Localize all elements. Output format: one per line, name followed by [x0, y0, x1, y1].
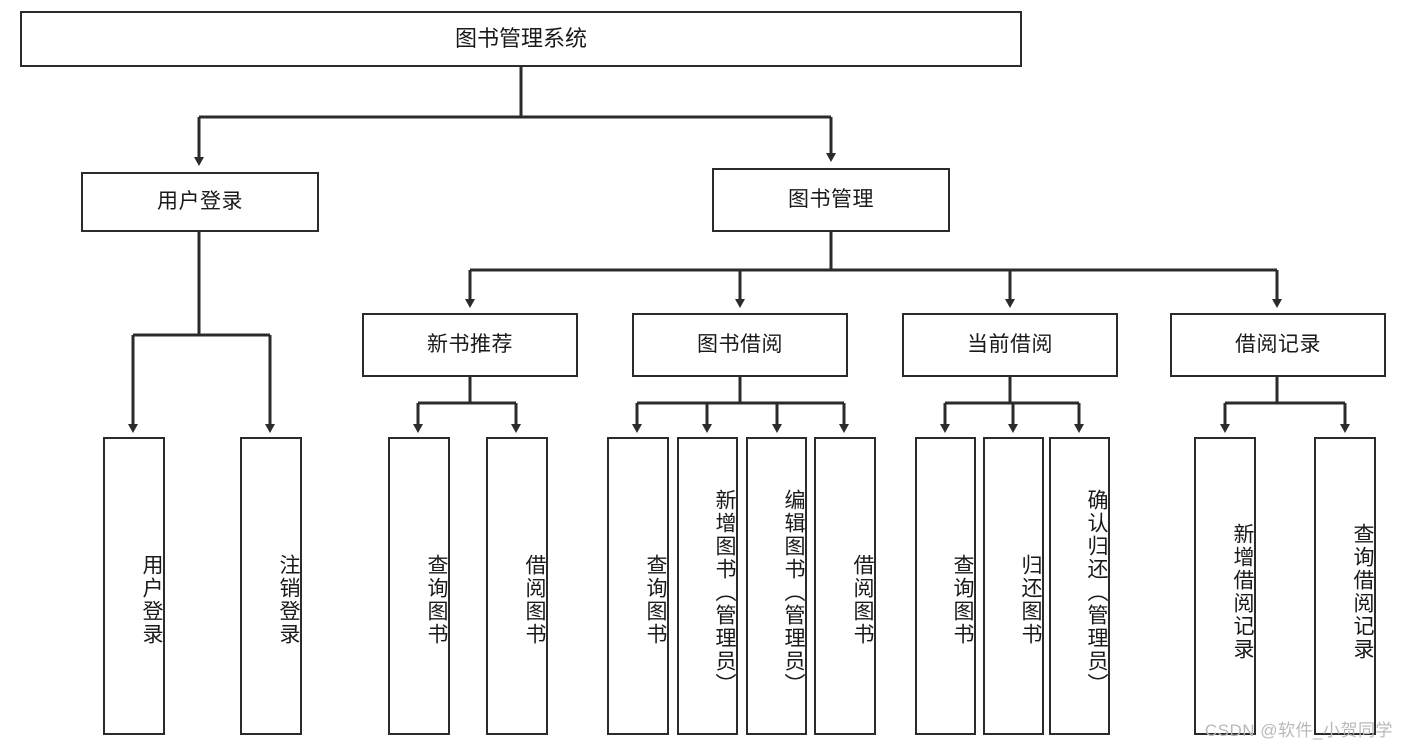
- leaf-query-book-recommend[interactable]: 查询图书: [388, 437, 450, 735]
- leaf-query-book-current[interactable]: 查询图书: [915, 437, 976, 735]
- node-new-book-recommend[interactable]: 新书推荐: [362, 313, 578, 377]
- node-label: 图书借阅: [697, 332, 783, 356]
- watermark-text: CSDN @软件_小贺同学: [1204, 721, 1393, 740]
- leaf-borrow-book-recommend[interactable]: 借阅图书: [486, 437, 548, 735]
- node-label: 新增图书（管理员）: [713, 488, 736, 696]
- node-label: 确认归还（管理员）: [1085, 488, 1108, 696]
- leaf-borrow-book[interactable]: 借阅图书: [814, 437, 876, 735]
- node-borrow-record[interactable]: 借阅记录: [1170, 313, 1386, 377]
- node-user-login[interactable]: 用户登录: [81, 172, 319, 232]
- node-label: 新增借阅记录: [1231, 523, 1254, 661]
- node-current-borrow[interactable]: 当前借阅: [902, 313, 1118, 377]
- node-label: 用户登录: [140, 554, 163, 646]
- node-book-borrow[interactable]: 图书借阅: [632, 313, 848, 377]
- node-label: 新书推荐: [427, 332, 513, 356]
- leaf-user-login[interactable]: 用户登录: [103, 437, 165, 735]
- node-label: 查询借阅记录: [1351, 523, 1374, 661]
- leaf-query-borrow-record[interactable]: 查询借阅记录: [1314, 437, 1376, 735]
- leaf-add-borrow-record[interactable]: 新增借阅记录: [1194, 437, 1256, 735]
- node-label: 归还图书: [1019, 554, 1042, 646]
- leaf-confirm-return-admin[interactable]: 确认归还（管理员）: [1049, 437, 1110, 735]
- node-label: 图书管理系统: [454, 26, 587, 52]
- node-label: 查询图书: [644, 554, 667, 646]
- leaf-logout[interactable]: 注销登录: [240, 437, 302, 735]
- node-root-system[interactable]: 图书管理系统: [20, 11, 1022, 67]
- node-label: 编辑图书（管理员）: [782, 488, 805, 696]
- leaf-add-book-admin[interactable]: 新增图书（管理员）: [677, 437, 738, 735]
- node-label: 注销登录: [277, 554, 300, 646]
- leaf-edit-book-admin[interactable]: 编辑图书（管理员）: [746, 437, 807, 735]
- node-label: 借阅图书: [523, 554, 546, 646]
- node-label: 图书管理: [788, 187, 874, 211]
- node-book-management[interactable]: 图书管理: [712, 168, 950, 232]
- node-label: 当前借阅: [967, 332, 1053, 356]
- node-label: 用户登录: [157, 189, 243, 213]
- node-label: 借阅图书: [851, 554, 874, 646]
- leaf-query-book-borrow[interactable]: 查询图书: [607, 437, 669, 735]
- node-label: 查询图书: [951, 554, 974, 646]
- leaf-return-book[interactable]: 归还图书: [983, 437, 1044, 735]
- node-label: 借阅记录: [1235, 332, 1321, 356]
- node-label: 查询图书: [425, 554, 448, 646]
